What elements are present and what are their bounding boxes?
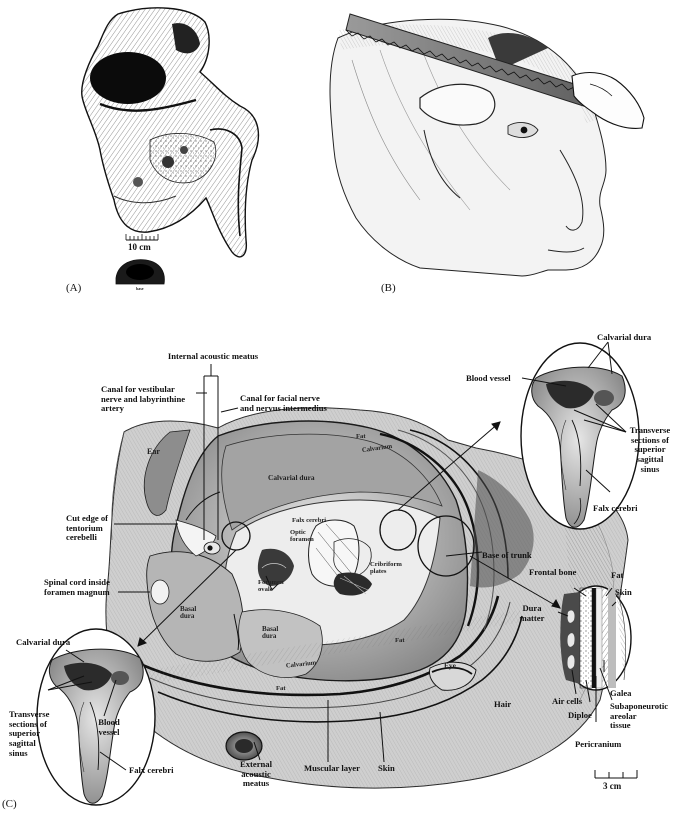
label-transverse-sections-right: Transverse sections of superior sagittal… <box>629 425 671 474</box>
inner-label-fat-bottom: Fat <box>276 685 286 692</box>
inner-label-falx-cerebri-center: Falx cerebri <box>292 517 327 524</box>
panel-letter-a: (A) <box>66 282 82 294</box>
inner-label-eye: Eye <box>444 661 456 670</box>
panel-a-scale-bar <box>125 234 159 241</box>
label-skin-right: Skin <box>615 587 632 597</box>
panel-a-skull-section <box>81 7 260 258</box>
label-transverse-sections-left: Transverse sections of superior sagittal… <box>9 709 50 758</box>
label-air-cells: Air cells <box>552 696 583 706</box>
label-canal-vestibular: Canal for vestibular nerve and labyrinth… <box>101 384 186 414</box>
label-external-acoustic-meatus: External acoustic meatus <box>240 759 272 789</box>
label-calvarial-dura-left: Calvarial dura <box>16 637 71 647</box>
scale-label-a: 10 cm <box>128 242 151 252</box>
label-base-of-trunk: Base of trunk <box>482 550 532 560</box>
label-galea: Galea <box>610 688 632 698</box>
panel-c-dissection <box>105 407 629 789</box>
inner-label-fat-mid: Fat <box>395 637 405 644</box>
inner-label-foramen-ovale: Foramen ovale <box>258 579 284 593</box>
label-pericranium: Pericranium <box>575 739 622 749</box>
label-subaponeurotic: Subaponeurotic areolar tissue <box>610 701 669 731</box>
label-blood-vessel-right: Blood vessel <box>466 373 511 383</box>
label-skin-bottom: Skin <box>378 763 395 773</box>
label-falx-cerebri-right: Falx cerebri <box>593 503 638 513</box>
label-calvarial-dura-right: Calvarial dura <box>597 332 652 342</box>
label-hair: Hair <box>494 699 512 709</box>
inner-label-optic-foramen: Optic foramen <box>290 529 314 543</box>
panel-b-head-drawing <box>329 13 645 277</box>
label-falx-cerebri-left: Falx cerebri <box>129 765 174 775</box>
inset-bottom-left <box>36 628 156 806</box>
label-diploe: Diploe <box>568 710 592 720</box>
scale-label-c: 3 cm <box>603 781 622 791</box>
label-cut-edge-tentorium: Cut edge of tentorium cerebelli <box>66 513 109 543</box>
label-muscular-layer: Muscular layer <box>304 763 360 773</box>
label-spinal-cord: Spinal cord inside foramen magnum <box>44 577 110 597</box>
inner-label-ear: Ear <box>147 447 160 456</box>
label-frontal-bone: Frontal bone <box>529 567 577 577</box>
label-canal-facial: Canal for facial nerve and nervus interm… <box>240 393 327 413</box>
label-fat-right: Fat <box>611 570 624 580</box>
inner-label-fat-top: Fat <box>356 433 366 440</box>
inner-label-basal-dura-1: Basal dura <box>180 605 197 621</box>
label-internal-acoustic-meatus: Internal acoustic meatus <box>167 351 259 361</box>
inner-label-cribriform-plates: Cribriform plates <box>370 561 402 575</box>
small-skull-label: base <box>136 286 144 291</box>
panel-a-small-skull <box>115 259 165 285</box>
label-dura-matter: Dura matter <box>519 603 545 623</box>
label-blood-vessel-left: Blood vessel <box>98 717 120 737</box>
panel-letter-c: (C) <box>2 798 17 810</box>
panel-c-scale-bar <box>594 770 638 779</box>
inner-label-calvarial-dura-center: Calvarial dura <box>268 473 315 482</box>
inset-top-right <box>520 342 640 530</box>
panel-letter-b: (B) <box>381 282 396 294</box>
inset-scalp-layers <box>560 585 632 691</box>
leader-lines <box>47 341 627 771</box>
inner-label-basal-dura-2: Basal dura <box>262 625 279 641</box>
